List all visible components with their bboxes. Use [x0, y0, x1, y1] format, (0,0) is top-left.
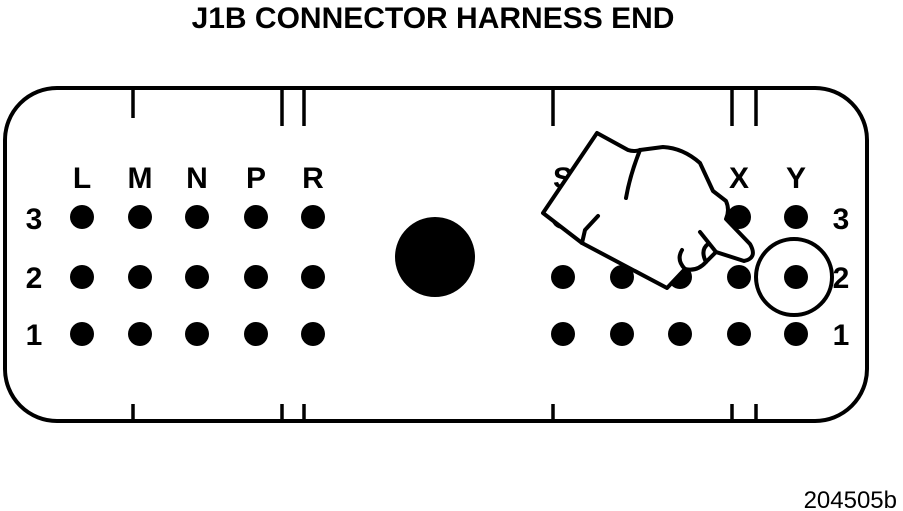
row-label-2-left: 2 — [26, 262, 43, 295]
pin-Y3 — [784, 205, 808, 229]
right-row-labels: 3 2 1 — [833, 203, 850, 352]
column-label-L: L — [73, 162, 91, 195]
pin-Y1 — [784, 322, 808, 346]
pin-P3 — [244, 205, 268, 229]
pin-N2 — [185, 265, 209, 289]
row-label-3-left: 3 — [26, 203, 43, 236]
row-label-1-right: 1 — [833, 319, 850, 352]
top-key-marks — [131, 88, 758, 126]
pin-N3 — [185, 205, 209, 229]
pin-M2 — [128, 265, 152, 289]
pin-L2 — [70, 265, 94, 289]
pin-X3 — [727, 205, 751, 229]
pin-Y2 — [784, 265, 808, 289]
pin-N1 — [185, 322, 209, 346]
pin-P1 — [244, 322, 268, 346]
column-label-M: M — [128, 162, 153, 195]
pin-X1 — [727, 322, 751, 346]
pointing-hand-icon — [541, 131, 755, 290]
pin-X2 — [727, 265, 751, 289]
pin-L3 — [70, 205, 94, 229]
row-label-3-right: 3 — [833, 203, 850, 236]
pin-R2 — [301, 265, 325, 289]
pin-T1 — [610, 322, 634, 346]
pin-T2 — [610, 265, 634, 289]
bottom-key-marks — [131, 404, 758, 421]
column-label-N: N — [186, 162, 208, 195]
column-label-X: X — [729, 162, 749, 195]
pin-L1 — [70, 322, 94, 346]
left-column-labels: L M N P R — [73, 162, 324, 195]
pin-S2 — [551, 265, 575, 289]
pin-R1 — [301, 322, 325, 346]
highlight-ring-y2 — [754, 237, 834, 317]
center-key — [395, 217, 475, 297]
row-label-1-left: 1 — [26, 319, 43, 352]
column-label-R: R — [302, 162, 324, 195]
left-row-labels: 3 2 1 — [26, 203, 43, 352]
diagram-title: J1B CONNECTOR HARNESS END — [192, 2, 675, 35]
pin-R3 — [301, 205, 325, 229]
pin-S1 — [551, 322, 575, 346]
row-label-2-right: 2 — [833, 262, 850, 295]
pin-P2 — [244, 265, 268, 289]
pin-W1 — [668, 322, 692, 346]
pin-M3 — [128, 205, 152, 229]
figure-id: 204505b — [804, 487, 897, 511]
column-label-Y: Y — [786, 162, 806, 195]
pin-M1 — [128, 322, 152, 346]
column-label-P: P — [246, 162, 266, 195]
